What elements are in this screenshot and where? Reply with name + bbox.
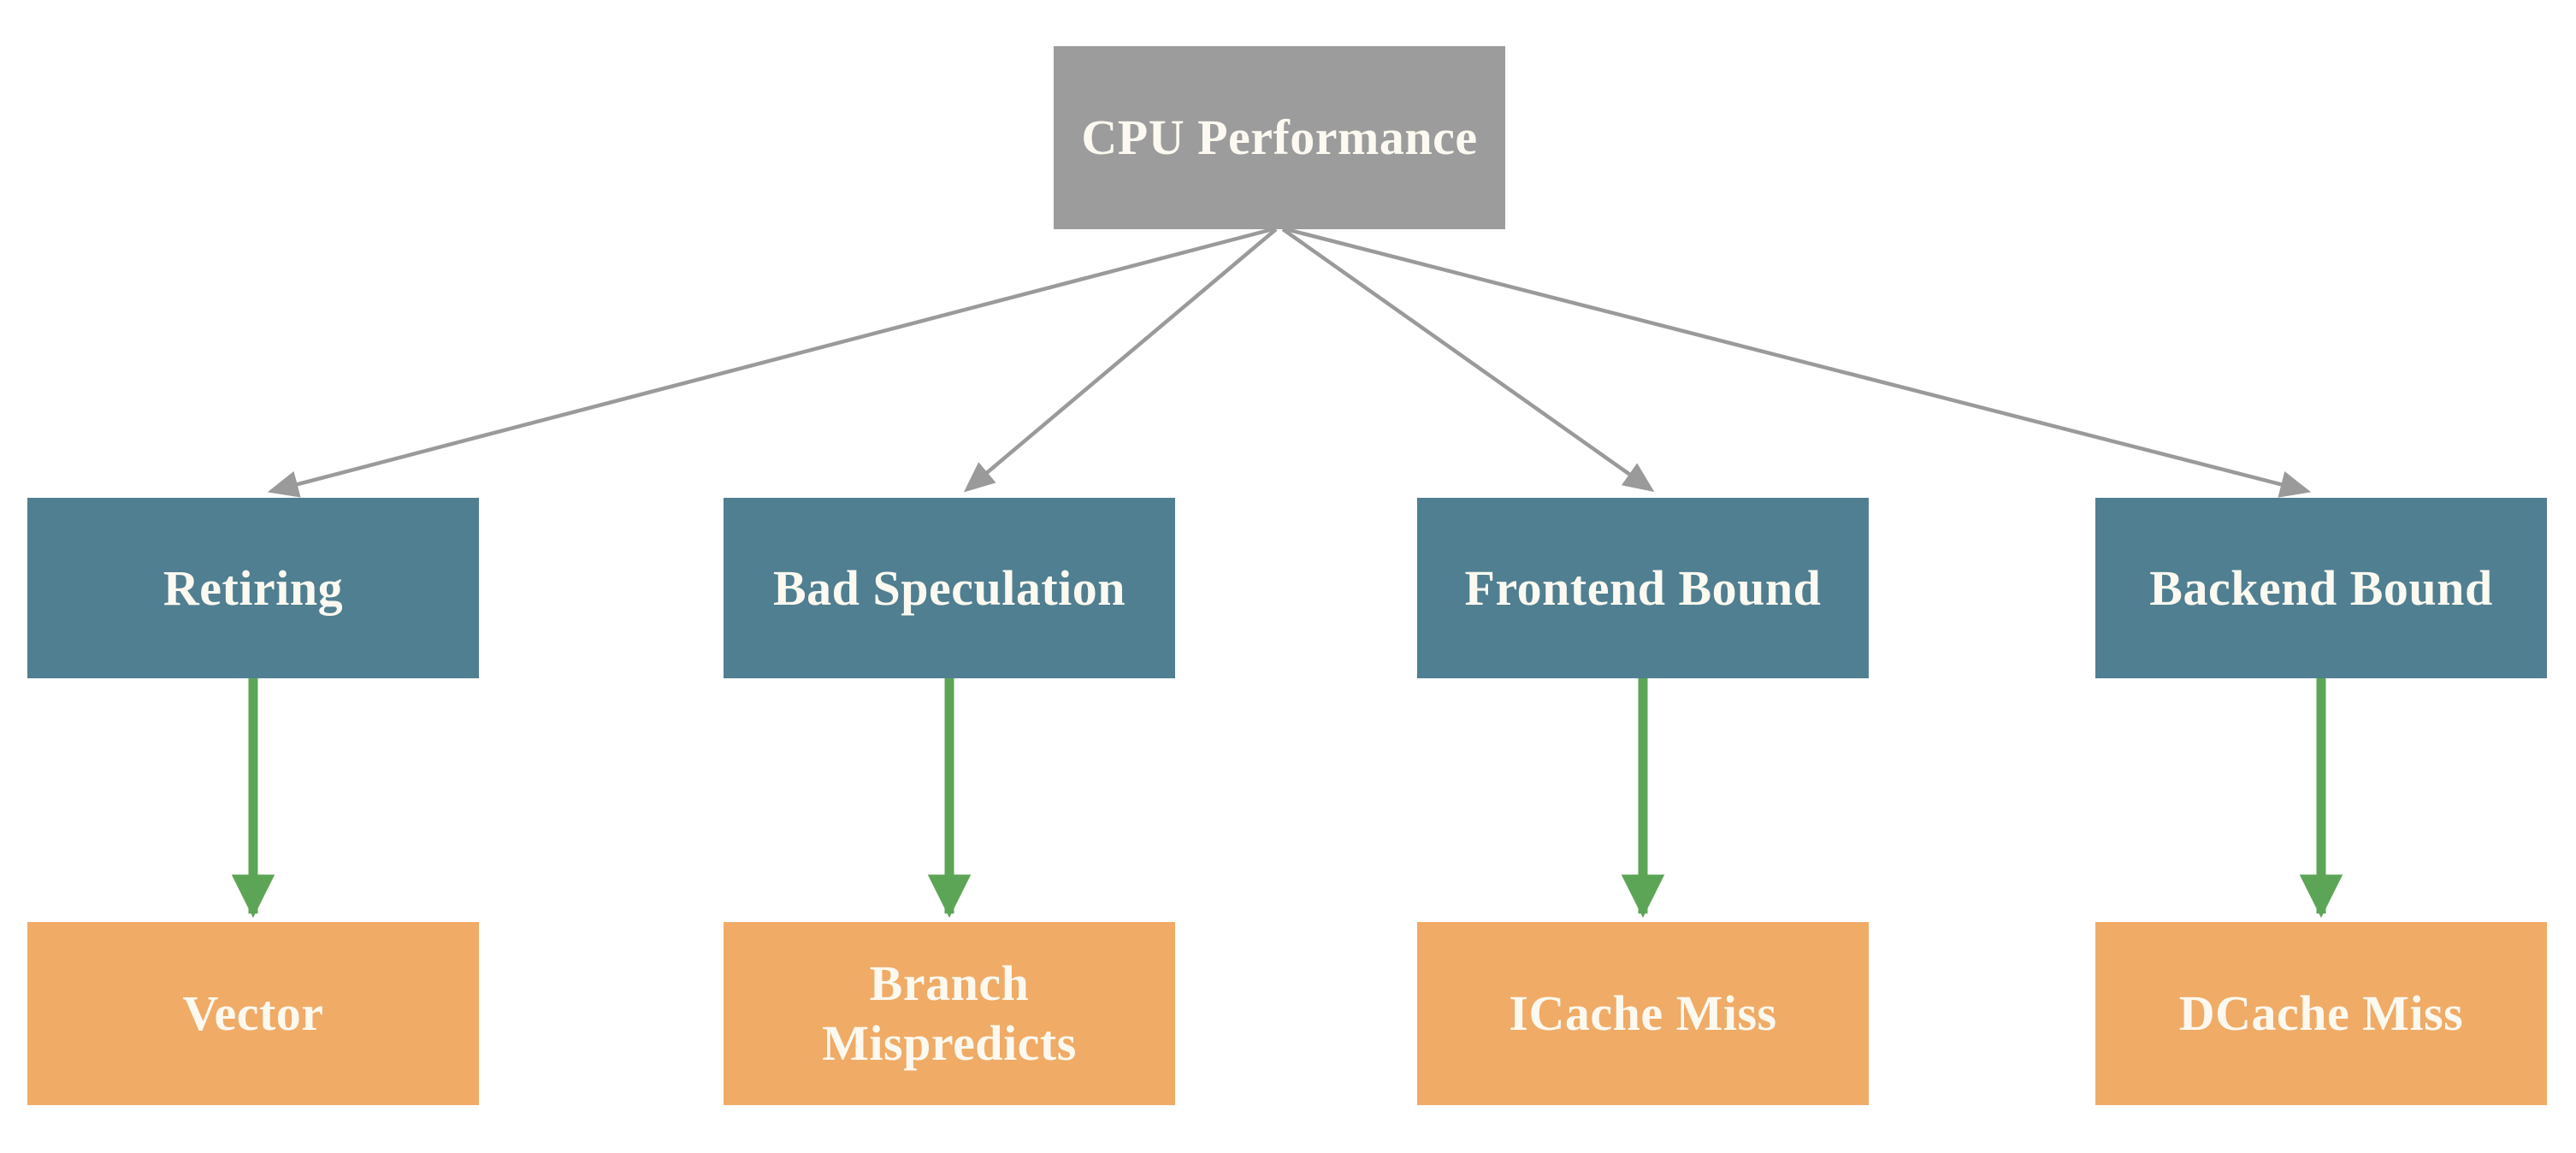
node-cpu-performance: CPU Performance xyxy=(1054,46,1505,229)
node-frontend-bound-label: Frontend Bound xyxy=(1464,559,1822,616)
edge-root-to-retiring xyxy=(267,227,1273,498)
node-bad-speculation: Bad Speculation xyxy=(724,498,1175,678)
node-bad-speculation-label: Bad Speculation xyxy=(773,559,1126,616)
node-backend-bound-label: Backend Bound xyxy=(2149,559,2493,616)
edge-root-to-frontend-bound xyxy=(1281,228,1655,493)
node-cpu-performance-label: CPU Performance xyxy=(1081,109,1478,166)
node-frontend-bound: Frontend Bound xyxy=(1417,498,1869,678)
node-icache-miss-label: ICache Miss xyxy=(1509,985,1777,1042)
node-backend-bound: Backend Bound xyxy=(2095,498,2547,678)
node-vector: Vector xyxy=(27,922,479,1105)
node-dcache-miss-label: DCache Miss xyxy=(2178,985,2464,1042)
edge-root-to-bad-speculation xyxy=(963,228,1278,493)
node-dcache-miss: DCache Miss xyxy=(2095,922,2547,1105)
node-retiring: Retiring xyxy=(27,498,479,678)
node-retiring-label: Retiring xyxy=(162,559,344,616)
node-branch-mispredicts: Branch Mispredicts xyxy=(724,922,1175,1105)
node-vector-label: Vector xyxy=(182,985,324,1042)
node-branch-mispredicts-label: Branch Mispredicts xyxy=(822,955,1077,1071)
edge-root-to-backend-bound xyxy=(1285,227,2312,498)
node-icache-miss: ICache Miss xyxy=(1417,922,1869,1105)
